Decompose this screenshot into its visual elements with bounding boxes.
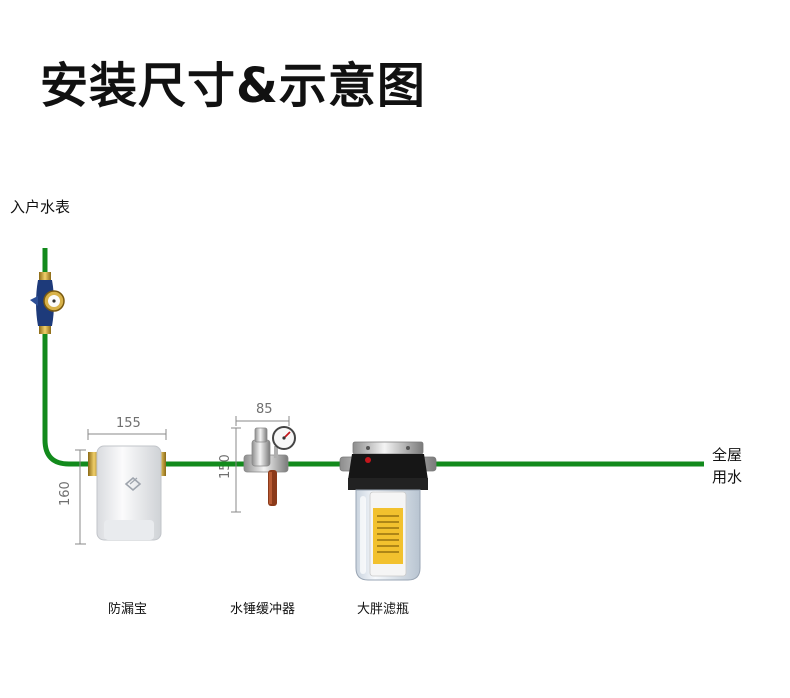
outlet-label-line1: 全屋 bbox=[712, 446, 743, 464]
water-hammer-width-dimension: 85 bbox=[256, 402, 273, 417]
water-hammer-arrestor-icon bbox=[243, 426, 296, 506]
filter-label: 大胖滤瓶 bbox=[357, 602, 410, 617]
leak-guard-device-icon bbox=[88, 445, 166, 541]
big-filter-housing-icon bbox=[339, 441, 437, 581]
water-hammer-label: 水锤缓冲器 bbox=[230, 602, 296, 617]
leak-guard-dimension-lines bbox=[75, 429, 167, 545]
water-hammer-dimension-lines bbox=[231, 416, 290, 513]
water-pipe bbox=[42, 248, 704, 467]
outlet-label-line2: 用水 bbox=[712, 468, 743, 486]
leak-guard-label: 防漏宝 bbox=[108, 602, 148, 617]
water-meter-icon bbox=[30, 272, 65, 334]
inlet-label: 入户水表 bbox=[10, 198, 71, 216]
page-title: 安装尺寸&示意图 bbox=[40, 58, 426, 114]
leak-guard-width-dimension: 155 bbox=[116, 416, 141, 431]
